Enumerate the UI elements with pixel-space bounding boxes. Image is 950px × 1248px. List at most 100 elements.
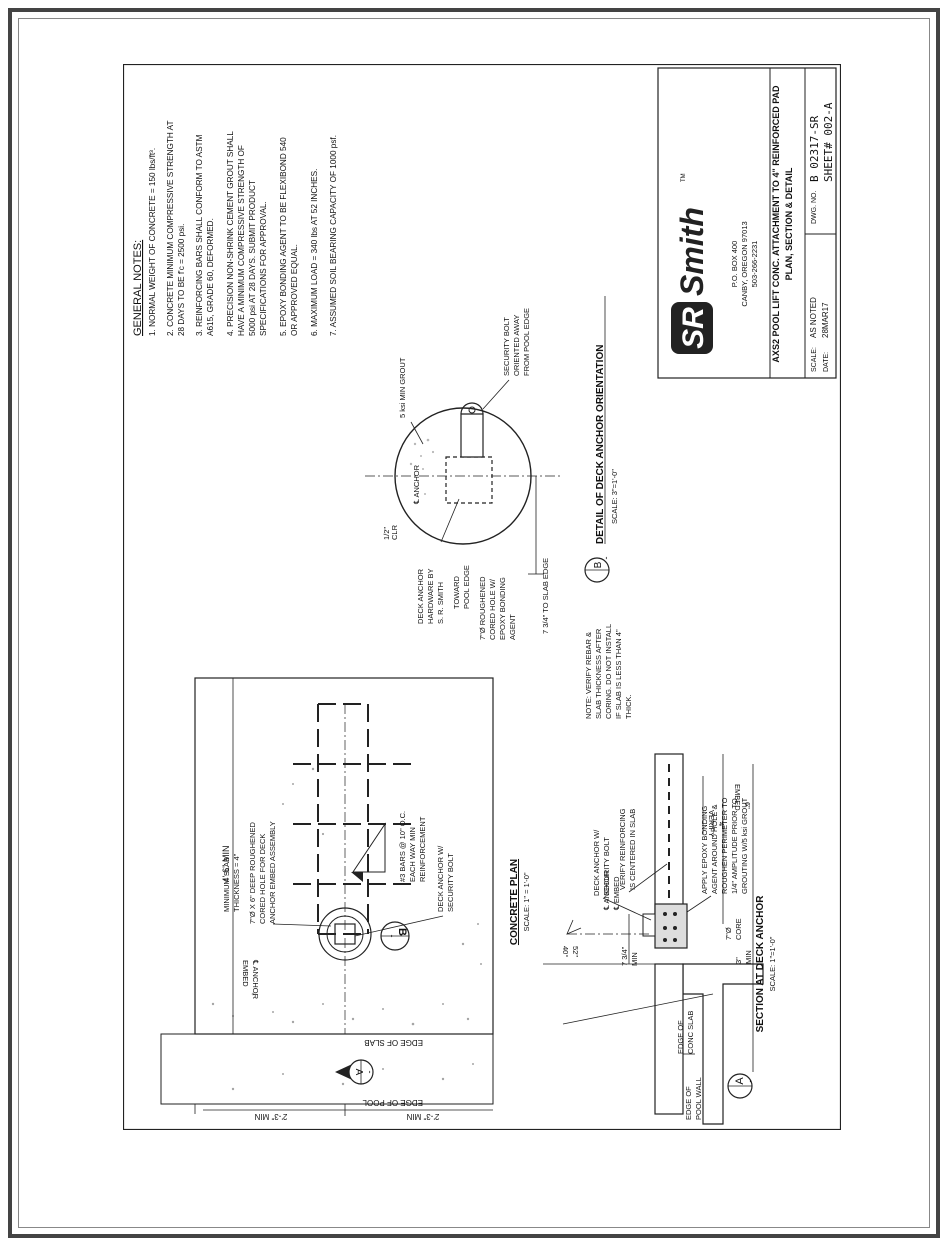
clr-dim: 1/2" [382,527,391,540]
section-deck-anchor-2: SECURITY BOLT [602,837,611,896]
drawing-title-1: AXS2 POOL LIFT CONC. ATTACHMENT TO 4" RE… [771,85,781,363]
address-line-1: P.O. BOX 400 [730,241,739,288]
drawing-sheet: SR Smith TM P.O. BOX 400 CANBY, OREGON 9… [122,63,842,1131]
toward-line-2: POOL EDGE [462,565,471,609]
note-line-5: THICK. [624,694,633,719]
hardware-line-3: S. R. SMITH [436,582,445,624]
concrete-plan: B - A - 4'-6" MIN 2'-3" MIN 2'-3" MIN ED… [160,677,531,1121]
note-line-3: CORING. DO NOT INSTALL [604,624,613,719]
rebar-line-2: EACH WAY MIN [408,827,417,882]
bolt-line-3: FROM POOL EDGE [522,308,531,376]
logo-smith: Smith [674,207,710,296]
section-embed-cl: ℄ EMBED [612,876,621,911]
hardware-line-2: HARDWARE BY [426,568,435,624]
edge-pool-line-1: EDGE OF [684,1086,693,1120]
section-dist-2: MIN [630,952,639,966]
sheet-number: SHEET# 002-A [822,102,835,182]
note-4b: HAVE A MINIMUM COMPRESSIVE STRENGTH OF [237,145,246,336]
cored-line-4: AGENT [508,614,517,640]
note-2a: 2. CONCRETE MINIMUM COMPRESSIVE STRENGTH… [166,121,175,336]
logo-sr: SR [677,307,710,349]
height-dim: 52" [571,946,580,957]
epoxy-line-1: APPLY EPOXY BONDING [700,805,709,894]
min-dim: 3" [734,957,743,964]
epoxy-line-2: AGENT AROUND HOLE & [710,805,719,894]
core-label: CORE [734,918,743,940]
date-label: DATE: [823,352,830,372]
cored-line-3: EPOXY BONDING [498,577,507,640]
min-slab-line-1: MINIMUM SLAB [222,857,231,912]
dwg-label: DWG. NO. [811,191,818,224]
embed-label: EMBED [241,960,250,987]
detail-b-marker-sub: - [601,557,611,560]
embed-dim-value: 6" [743,802,752,809]
cored-hole-line-2: CORED HOLE FOR DECK [258,834,267,924]
note-line-1: NOTE: VERIFY REBAR & [584,632,593,719]
address-line-2: CANBY, OREGON 97013 [740,221,749,306]
plan-marker-a-sub: - [365,1071,375,1074]
grout-label: 5 ksi MIN GROUT [398,357,407,418]
core-dim: 7"Ø [724,927,733,940]
detail-b-orientation: ℄ ANCHOR 1/2" CLR 5 ksi MIN GROUT DECK A… [365,296,619,640]
dwg-number: B 02317-SR [808,115,821,182]
cored-line-1: 7"Ø ROUGHENED [478,576,487,640]
edge-conc-line-1: EDGE OF [676,1020,685,1054]
note-4d: SPECIFICATIONS FOR APPROVAL. [259,201,268,336]
section-a-marker-sub: - [745,1080,755,1083]
embed-anchor-label: ℄ ANCHOR [251,959,260,1000]
min-label: MIN [744,950,753,964]
srsmith-logo: SR Smith TM [671,173,713,354]
note-2b: 28 DAYS TO BE f'c = 2500 psi. [177,224,186,336]
verify-dim-value: 4" [717,822,726,829]
dim-2-3-min-a: 2'-3" MIN [254,1112,287,1121]
sheet-border [122,63,842,1131]
note-3a: 3. REINFORCING BARS SHALL CONFORM TO AST… [195,134,204,336]
logo-tm: TM [681,173,687,182]
deck-anchor-line-1: DECK ANCHOR W/ [436,845,445,912]
scale-label: SCALE: [811,347,818,372]
min-slab-line-2: THICKNESS = 4" [232,853,241,912]
edge-pool-line-2: POOL WALL [694,1077,703,1120]
embed-dim-label: EMBED [733,784,742,811]
drawing-svg: SR Smith TM P.O. BOX 400 CANBY, OREGON 9… [122,63,842,1131]
note-line-2: SLAB THICKNESS AFTER [594,628,603,719]
detail-b-title: DETAIL OF DECK ANCHOR ORIENTATION [595,345,606,544]
rebar-grid [293,703,413,935]
angle-dim: 40° [561,946,570,957]
pool-edge-band [160,1033,494,1105]
note-7: 7. ASSUMED SOIL BEARING CAPACITY OF 1000… [329,135,338,336]
page-frame [8,8,940,1238]
rebar-line-3: REINFORCEMENT [418,816,427,882]
note-6: 6. MAXIMUM LOAD = 340 lbs AT 52 INCHES. [310,169,319,336]
edge-conc-line-2: CONC SLAB [686,1011,695,1054]
concrete-plan-scale: SCALE: 1" = 1'-0" [522,872,531,931]
note-3b: A615, GRADE 60, DEFORMED. [206,218,215,336]
plan-marker-b-sub: - [387,935,397,938]
deck-anchor-square [445,456,493,504]
epoxy-line-4: 1/4" AMPLITUDE PRIOR TO [730,798,739,894]
date-value: 28MAR17 [821,302,830,338]
hardware-line-1: DECK ANCHOR [416,568,425,624]
verify-dim-label: VERIFY [707,810,716,837]
verify-note: NOTE: VERIFY REBAR & SLAB THICKNESS AFTE… [584,624,633,719]
section-dist-1: 7 3/4" [620,946,629,966]
deck-anchor-line-2: SECURITY BOLT [446,853,455,912]
note-line-4: IF SLAB IS LESS THAN 4" [614,629,623,719]
note-4a: 4. PRECISION NON-SHRINK CEMENT GROUT SHA… [226,131,235,336]
epoxy-line-5: GROUTING W/5 ksi GROUT [740,797,749,894]
toward-line-1: TOWARD [452,576,461,609]
note-5b: OR APPROVED EQUAL. [290,244,299,336]
dim-2-3-min-b: 2'-3" MIN [406,1112,439,1121]
rebar-line-1: #3 BARS @ 10" O.C. [398,811,407,882]
plan-marker-a-letter: A [353,1069,364,1076]
detail-b-scale: SCALE: 3"=1'-0" [610,469,619,524]
pool-wall [682,963,764,1125]
section-a: EMBED 6" VERIFY 4" 7 3/4" MIN 40° 52" ℄ … [543,753,777,1125]
security-bolt-tab [460,413,484,458]
section-a-scale: SCALE: 1"=1'-0" [768,936,777,991]
section-verify-2: IS CENTERED IN SLAB [628,809,637,890]
section-deck-anchor-1: DECK ANCHOR W/ [592,829,601,896]
general-notes: GENERAL NOTES: 1. NORMAL WEIGHT OF CONCR… [132,121,338,336]
note-4c: 5000 psi AT 28 DAYS. SUBMIT PRODUCT [248,180,257,336]
detail-b-marker-letter: B [593,561,604,568]
